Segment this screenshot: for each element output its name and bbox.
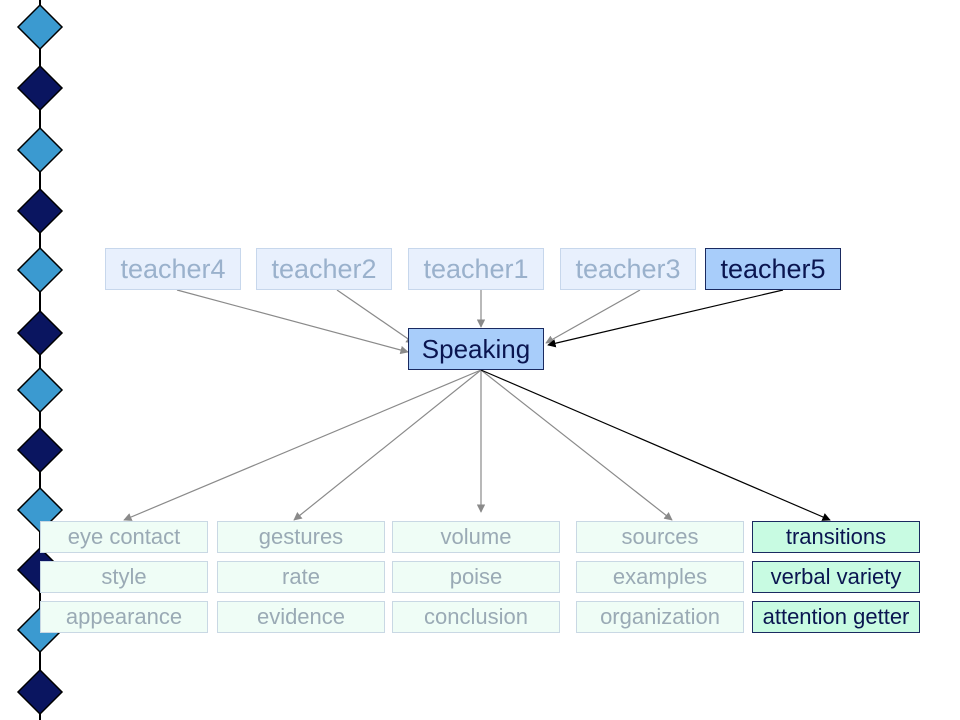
skill-label: poise [449,564,503,589]
diamond-chain-decoration [16,0,64,720]
connector-arrow [547,289,784,348]
connector-arrow [123,369,482,521]
skill-label: verbal variety [770,564,902,589]
teacher-box-teacher2: teacher2 [256,248,392,290]
diamond-icon [16,668,64,716]
skill-label: appearance [65,604,183,629]
connector-arrow [545,289,641,344]
connector-arrow [480,369,673,521]
skill-evidence: evidence [217,601,385,633]
skill-label: rate [282,564,320,589]
skill-label: sources [621,524,699,549]
skill-eye-contact: eye contact [40,521,208,553]
connector-arrow [293,369,482,521]
connector-arrow [336,289,415,344]
skill-label: organization [600,604,720,629]
skill-label: transitions [785,524,887,549]
teacher-box-teacher5: teacher5 [705,248,841,290]
diamond-icon [16,309,64,357]
diamond-icon [16,426,64,474]
connector-arrow [176,289,409,355]
teacher-label: teacher2 [271,253,377,284]
diamond-icon [16,3,64,51]
skill-attention-getter: attention getter [752,601,920,633]
skill-label: gestures [258,524,344,549]
skill-rate: rate [217,561,385,593]
skill-label: attention getter [762,604,910,629]
skill-appearance: appearance [40,601,208,633]
teacher-box-teacher4: teacher4 [105,248,241,290]
skill-poise: poise [392,561,560,593]
diamond-icon [16,187,64,235]
skill-gestures: gestures [217,521,385,553]
diamond-icon [16,246,64,294]
skill-label: style [101,564,147,589]
teacher-label: teacher5 [720,253,826,284]
skill-sources: sources [576,521,744,553]
diamond-icon [16,126,64,174]
teacher-box-teacher1: teacher1 [408,248,544,290]
connector-arrow [480,369,831,521]
skill-style: style [40,561,208,593]
skill-transitions: transitions [752,521,920,553]
skill-conclusion: conclusion [392,601,560,633]
diamond-icon [16,64,64,112]
skill-examples: examples [576,561,744,593]
skill-verbal-variety: verbal variety [752,561,920,593]
skill-label: eye contact [67,524,181,549]
teacher-box-teacher3: teacher3 [560,248,696,290]
speaking-label: Speaking [421,333,531,364]
speaking-node: Speaking [408,328,544,370]
skill-label: examples [612,564,708,589]
skill-organization: organization [576,601,744,633]
teacher-label: teacher4 [120,253,226,284]
teacher-label: teacher1 [423,253,529,284]
skill-label: evidence [256,604,346,629]
skill-label: conclusion [424,604,528,629]
skill-volume: volume [392,521,560,553]
diamond-icon [16,366,64,414]
teacher-label: teacher3 [575,253,681,284]
skill-label: volume [440,524,512,549]
